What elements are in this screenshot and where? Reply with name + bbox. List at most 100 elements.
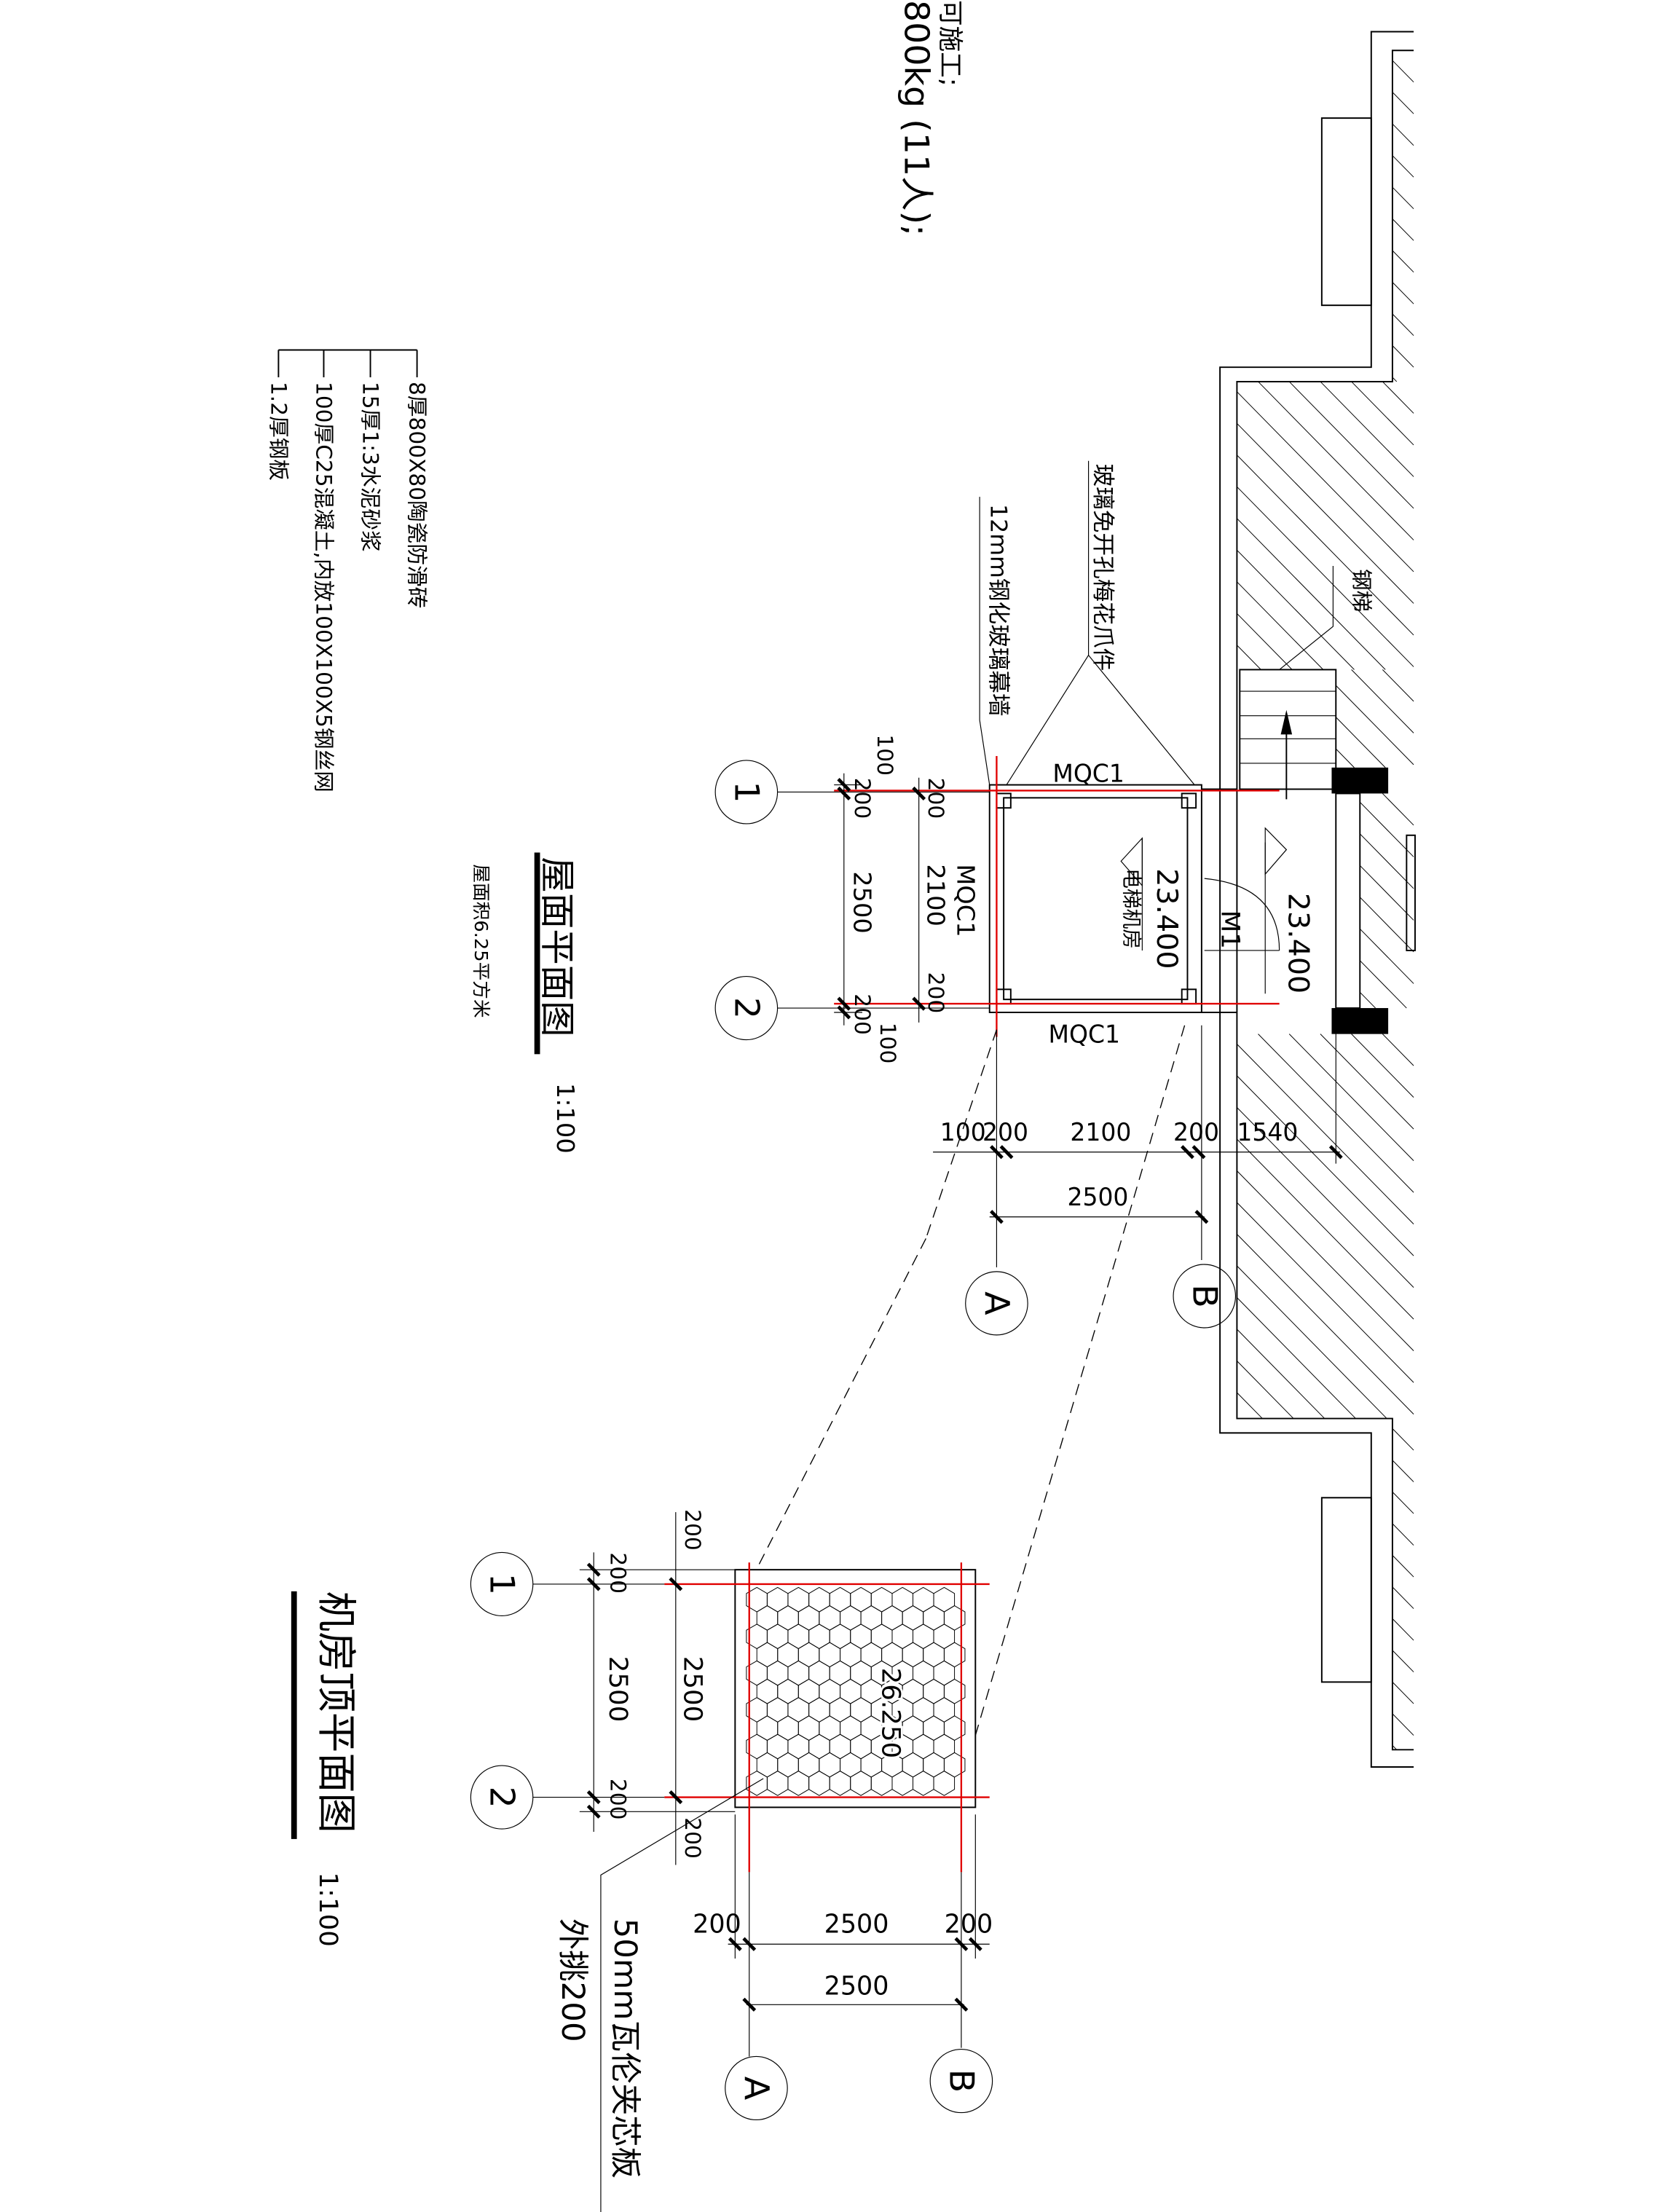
hex-cell <box>819 1642 841 1668</box>
hatch-line <box>1237 645 1261 670</box>
roof-plan-title-block: 屋面平面图 1:100 屋面积6.25平方米 <box>470 852 580 1154</box>
hatch-line <box>1392 1713 1414 1736</box>
legend-item: 100厚C25混凝土,内放100X100X5钢丝网 <box>312 382 336 792</box>
hatch-line <box>1237 1265 1387 1419</box>
column-block <box>1331 767 1389 794</box>
stair-up-arrow-icon <box>1280 709 1293 735</box>
machine-roof-grid-horizontal: 200 2500 200 2500 A B <box>693 1814 993 2121</box>
grid-bubble-A <box>725 2055 788 2121</box>
hatch-line <box>1392 1586 1414 1609</box>
hex-cell <box>766 1586 789 1613</box>
hex-cell <box>808 1697 830 1723</box>
note-top-line2: 800kg (11人); <box>897 0 936 236</box>
hatch-line <box>1359 865 1414 921</box>
dim-tick <box>728 1937 742 1951</box>
hatch-line <box>1237 454 1414 636</box>
door-swing-arc <box>1204 878 1280 950</box>
hex-cell <box>787 1660 810 1686</box>
hex-cell <box>913 1660 934 1686</box>
hex-cell <box>829 1623 851 1650</box>
hex-cell <box>850 1733 872 1760</box>
hatch-line <box>1288 1034 1414 1161</box>
hatch-line <box>1237 1075 1414 1256</box>
hex-cell <box>777 1642 799 1668</box>
dim-tick <box>1191 1145 1206 1160</box>
dim-tick <box>837 996 851 1011</box>
hex-cell <box>913 1623 934 1650</box>
hatch-line <box>1392 1745 1398 1750</box>
hex-cell <box>840 1642 862 1668</box>
hex-cell <box>756 1605 779 1631</box>
dim-text: 200 <box>680 1817 705 1859</box>
hex-cell <box>881 1642 903 1668</box>
hatch-line <box>1335 717 1386 768</box>
hex-cell <box>850 1586 872 1613</box>
room-elevation-label: 23.400 <box>1150 868 1183 969</box>
grid-label-2: 2 <box>727 997 766 1019</box>
hex-cell <box>787 1733 810 1760</box>
hex-cell <box>850 1660 872 1686</box>
dim-text: 200 <box>850 993 875 1035</box>
hex-cell <box>766 1697 789 1723</box>
hex-cell <box>860 1605 883 1631</box>
hex-cell <box>819 1605 841 1631</box>
hex-cell <box>913 1697 934 1723</box>
hatch-line <box>1392 250 1414 273</box>
sandwich-panel-hex-pattern <box>746 1586 966 1796</box>
hex-cell <box>756 1715 779 1741</box>
dim-text: 2500 <box>848 871 877 934</box>
hex-cell <box>891 1623 914 1650</box>
hex-cell <box>850 1771 872 1796</box>
dim-text: 200 <box>850 778 875 819</box>
window-opening <box>1320 1497 1372 1683</box>
dim-tick <box>837 786 851 801</box>
hex-cell <box>808 1586 830 1613</box>
steel-stair-label: 钢梯 <box>1349 569 1374 612</box>
hex-cell <box>850 1623 872 1650</box>
machine-roof-grid-vertical: 1 2 200 2500 200 200 2500 200 <box>470 1509 736 1865</box>
panel-leader: 50mm瓦伦夹芯板 外挑200 <box>554 1778 764 2212</box>
hatch-line <box>1382 669 1414 702</box>
hatch-line <box>1392 1682 1414 1704</box>
hex-cell <box>808 1623 830 1650</box>
dim-tick <box>742 1997 757 2012</box>
dim-tick <box>742 1937 757 1951</box>
hex-cell <box>777 1605 799 1631</box>
dim-text: 1540 <box>1237 1118 1298 1146</box>
hex-cell <box>819 1715 841 1741</box>
dim-tick <box>990 1210 1004 1224</box>
roof-plan-annotations: 钢梯 玻璃免开孔梅花爪件 12mm钢化玻璃幕墙 <box>979 460 1374 785</box>
machine-roof-title: 机房顶平面图 <box>313 1591 359 1833</box>
spider-fitting-label: 玻璃免开孔梅花爪件 <box>1090 464 1116 672</box>
hex-cell <box>797 1605 820 1631</box>
grid-label-2: 2 <box>482 1786 521 1808</box>
hex-cell <box>756 1752 779 1778</box>
hatch-line <box>1237 1234 1414 1414</box>
hex-cell <box>787 1623 810 1650</box>
dim-tick <box>1181 1145 1194 1160</box>
overhang-note: 外挑200 <box>554 1918 591 2042</box>
hex-cell <box>829 1771 851 1796</box>
hex-cell <box>829 1697 851 1723</box>
building-outline <box>1219 31 1416 1768</box>
column-block <box>1331 1008 1389 1034</box>
dim-tick <box>1194 1210 1209 1224</box>
hex-cell <box>902 1752 924 1778</box>
hatch-line <box>1392 1460 1414 1482</box>
dim-text: 200 <box>982 1118 1028 1146</box>
machine-roof-panel: 26.250 <box>664 1562 990 1873</box>
hex-cell <box>829 1586 851 1613</box>
projection-line <box>755 1238 926 1570</box>
hex-cell <box>829 1660 851 1686</box>
grid-bubble-B <box>929 2048 993 2114</box>
grid-label-B: B <box>942 2069 981 2093</box>
hatch-line <box>1335 748 1355 768</box>
hatch-line <box>1351 381 1414 446</box>
hex-cell <box>923 1678 945 1704</box>
grid-label-A: A <box>736 2077 776 2100</box>
hex-cell <box>840 1715 862 1741</box>
hatch-line <box>1382 793 1414 826</box>
dim-text: 200 <box>605 1552 630 1594</box>
machine-roof-scale: 1:100 <box>313 1872 343 1947</box>
